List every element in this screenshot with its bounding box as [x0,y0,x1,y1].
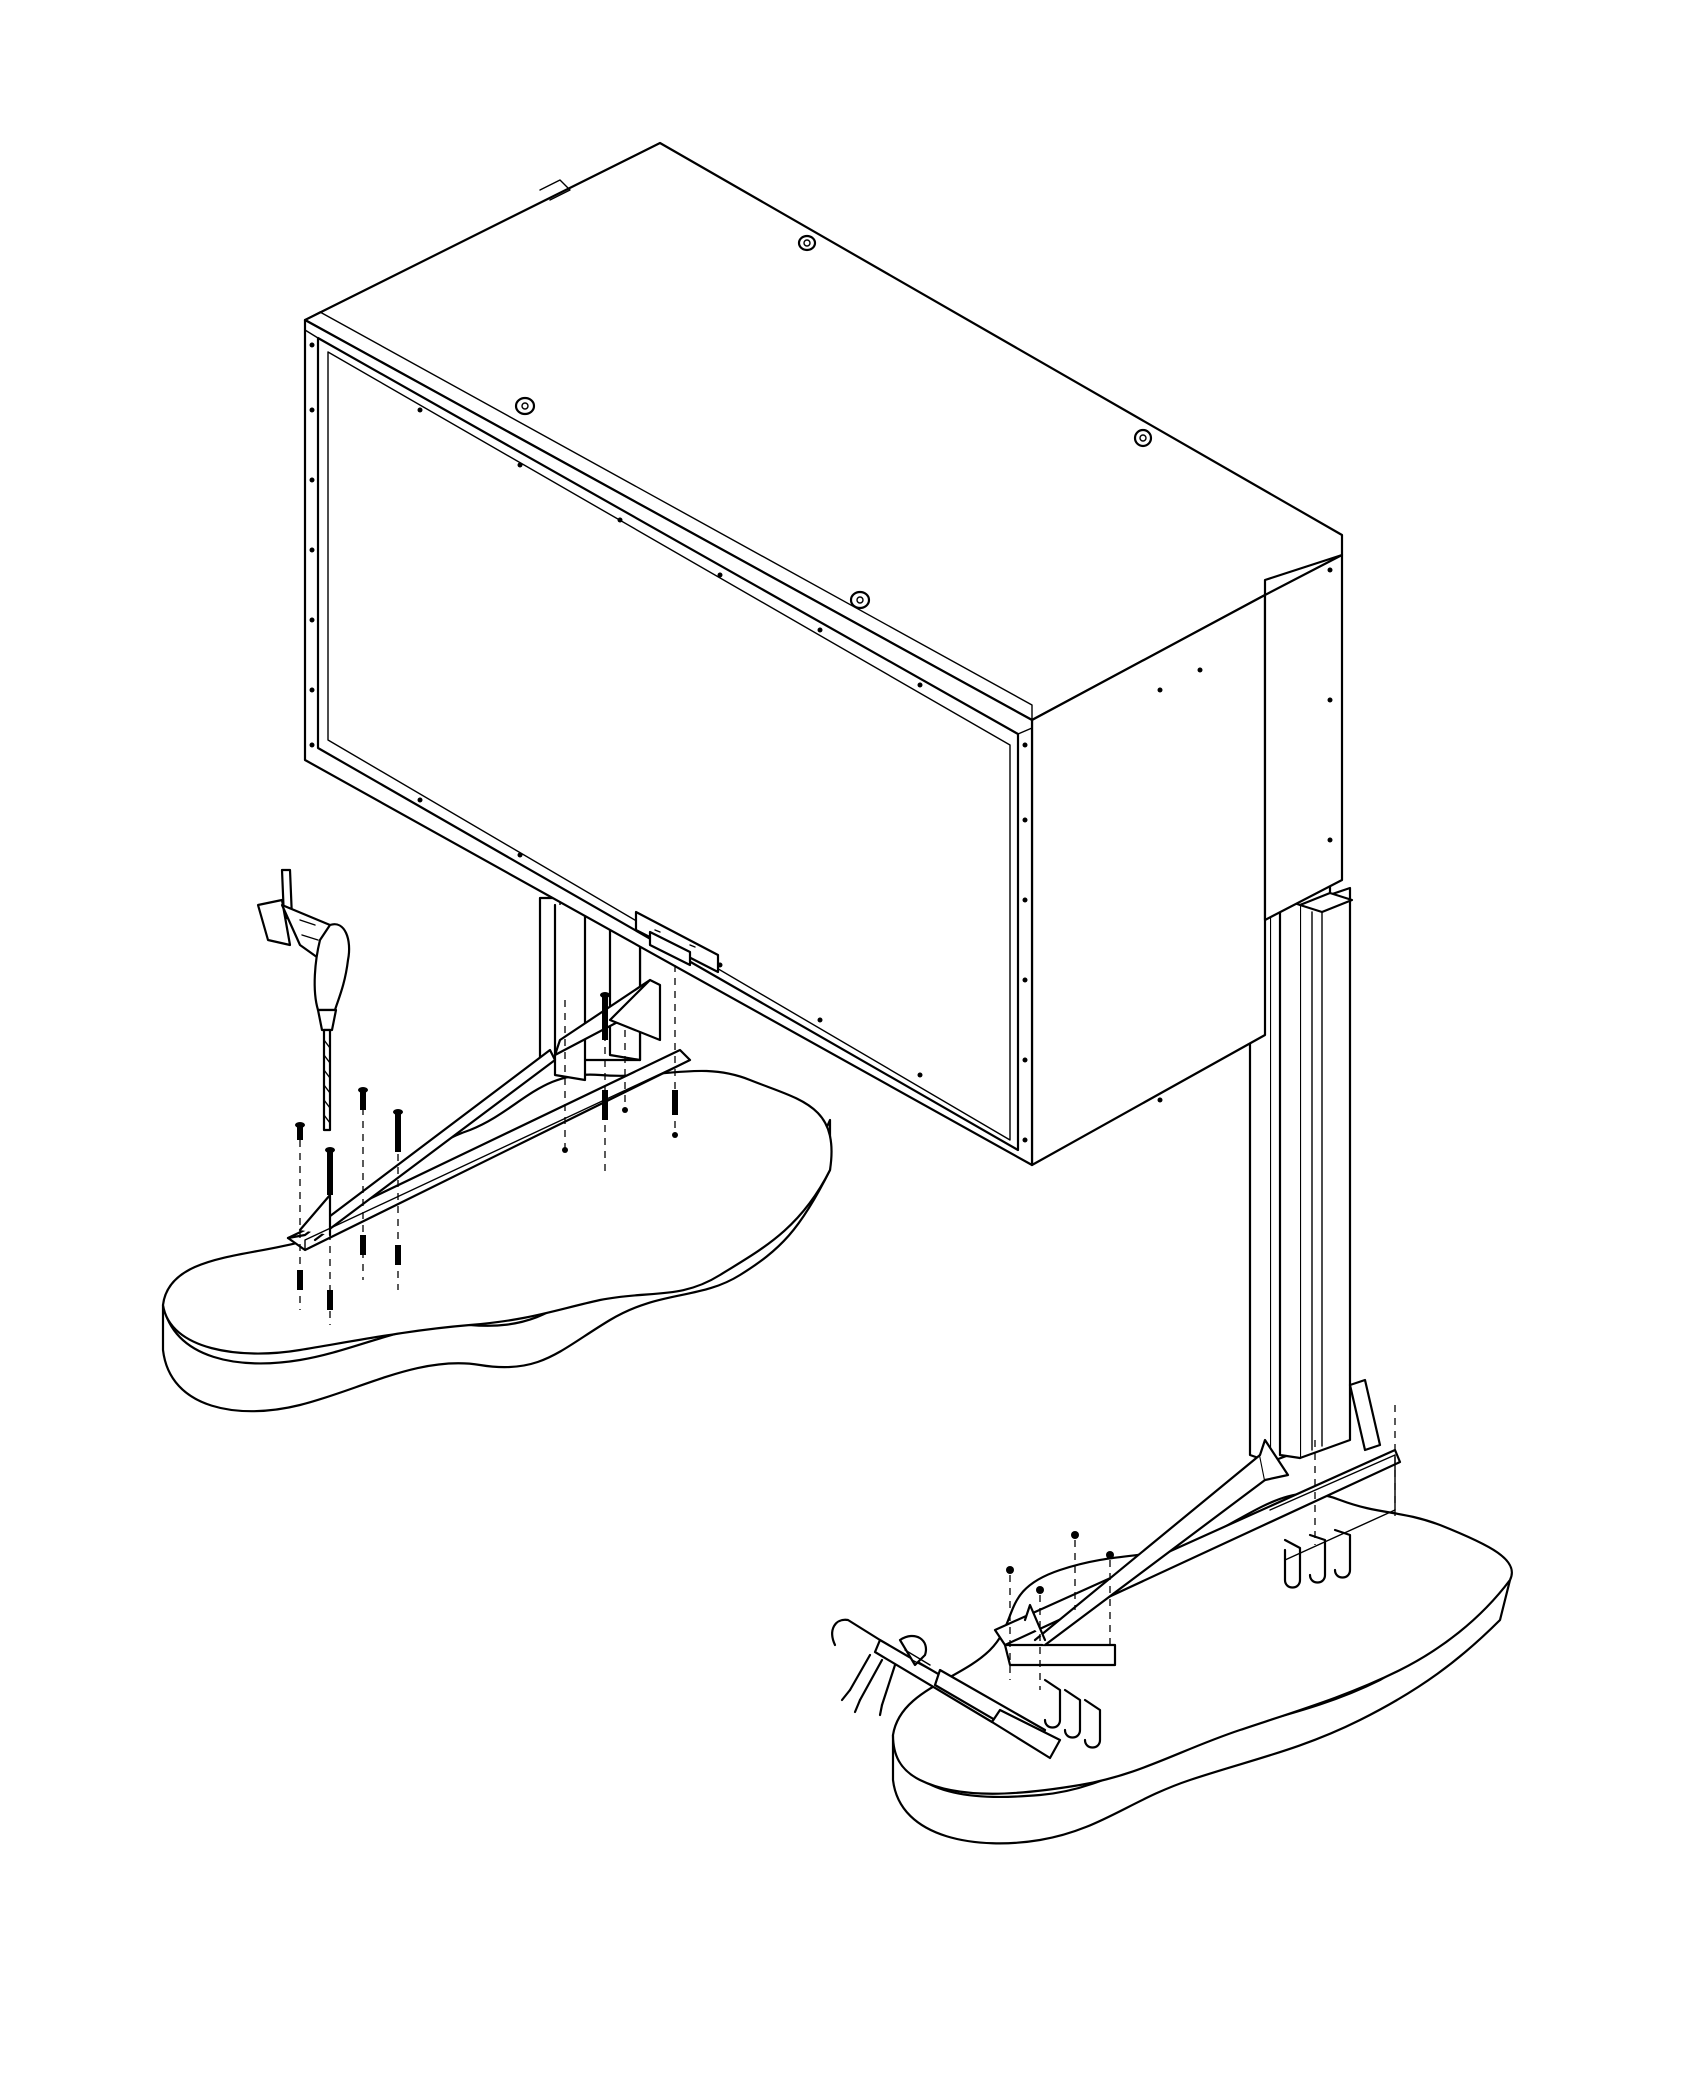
anchor-bolts [295,965,678,1325]
anchor-bolt [672,965,678,1138]
cabinet-knobs [514,234,1153,610]
wall-cabinet [303,141,1344,1167]
anchor-bolt [622,1030,628,1113]
lock-hasp [634,910,720,974]
anchor-bolt [562,1000,568,1153]
left-concrete-slab [161,1069,833,1413]
anchor-bolt [1106,1551,1114,1650]
right-floor-bracket [993,1378,1402,1749]
anchor-bolt [358,1087,368,1280]
anchor-bolt [600,992,610,1175]
anchor-bolt [1071,1531,1079,1610]
right-anchor-bolts [1006,1405,1396,1690]
anchor-bolt [1036,1586,1044,1690]
anchor-bolt [295,1122,305,1310]
anchor-bolt [393,1109,403,1290]
anchor-bolt [1006,1566,1014,1680]
caulking-gun [831,1618,1062,1760]
right-concrete-slab [891,1492,1513,1845]
anchor-bolt [325,1147,335,1325]
hammer-drill [256,868,351,1132]
